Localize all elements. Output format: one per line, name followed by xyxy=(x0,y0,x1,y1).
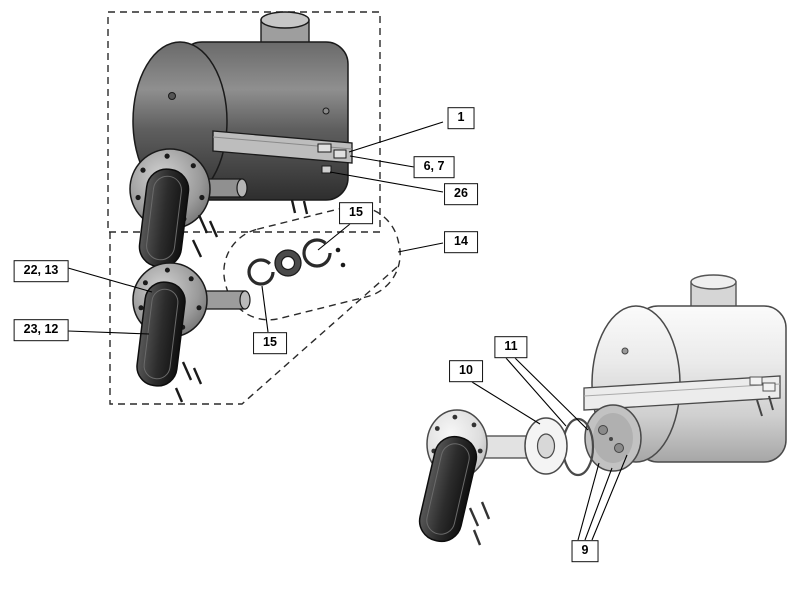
chimney-pipe-right xyxy=(690,274,737,311)
leader-14 xyxy=(397,242,444,253)
burner-cover-right xyxy=(418,435,478,543)
fitting-6-7 xyxy=(317,143,332,153)
main-boiler-drawing xyxy=(129,11,353,268)
leader-9c xyxy=(591,454,628,541)
callout-14: 14 xyxy=(444,231,478,253)
leader-9b xyxy=(584,467,613,541)
callout-10: 10 xyxy=(449,360,483,382)
mounting-studs-right xyxy=(468,501,491,546)
callout-15-top: 15 xyxy=(339,202,373,224)
flange-washer xyxy=(524,417,568,475)
leader-11a xyxy=(505,357,567,427)
mounting-studs xyxy=(191,214,219,258)
burner-hole-a xyxy=(598,425,608,435)
burner-head-disc xyxy=(584,404,642,472)
leader-15-bottom xyxy=(261,285,269,333)
dashed-boundary xyxy=(107,11,401,405)
mounting-bracket xyxy=(212,130,353,174)
dashed-capsule-gaskets xyxy=(223,205,401,321)
leader-26 xyxy=(329,171,444,193)
dashed-box-main xyxy=(107,11,381,233)
fitting-right-b xyxy=(762,382,776,392)
dashed-box-lower xyxy=(109,232,398,405)
leader-23-12 xyxy=(67,330,150,335)
tank-bottom-pins xyxy=(290,199,309,215)
small-screw-b xyxy=(340,262,346,268)
burner-assembly-attached xyxy=(129,148,248,268)
mounting-studs-2 xyxy=(174,361,203,403)
callout-23-12: 23, 12 xyxy=(13,319,69,341)
leader-1 xyxy=(348,121,444,153)
callout-26: 26 xyxy=(444,183,478,205)
leader-22-13 xyxy=(67,267,153,293)
mounting-bracket-right xyxy=(583,375,781,417)
leader-6-7 xyxy=(349,155,415,168)
fitting-26 xyxy=(321,165,332,174)
burner-cover-2 xyxy=(136,281,186,387)
leader-lines xyxy=(67,121,628,541)
leader-9a xyxy=(577,462,600,541)
small-screw-a xyxy=(335,247,341,253)
burner-hole-b xyxy=(614,443,624,453)
right-boiler-drawing xyxy=(418,274,787,546)
dome-bolt-right xyxy=(621,347,629,355)
top-fitting xyxy=(322,107,330,115)
leader-10 xyxy=(471,381,541,425)
leader-15-top xyxy=(317,223,351,251)
callout-6-7: 6, 7 xyxy=(413,156,455,178)
burner-assembly-separated xyxy=(132,262,251,403)
fitting-6-7b xyxy=(333,149,347,159)
gasket-parts-group xyxy=(247,238,346,286)
callout-15-bottom: 15 xyxy=(253,332,287,354)
seal-ring-open xyxy=(247,258,275,286)
callout-9: 9 xyxy=(571,540,599,562)
burner-hole-c xyxy=(609,437,613,441)
leader-11b xyxy=(514,357,589,431)
retaining-ring xyxy=(302,238,332,268)
callout-1: 1 xyxy=(447,107,475,129)
callout-22-13: 22, 13 xyxy=(13,260,69,282)
dome-bolt xyxy=(168,92,176,100)
fitting-right-a xyxy=(749,376,763,386)
callout-11: 11 xyxy=(494,336,528,358)
